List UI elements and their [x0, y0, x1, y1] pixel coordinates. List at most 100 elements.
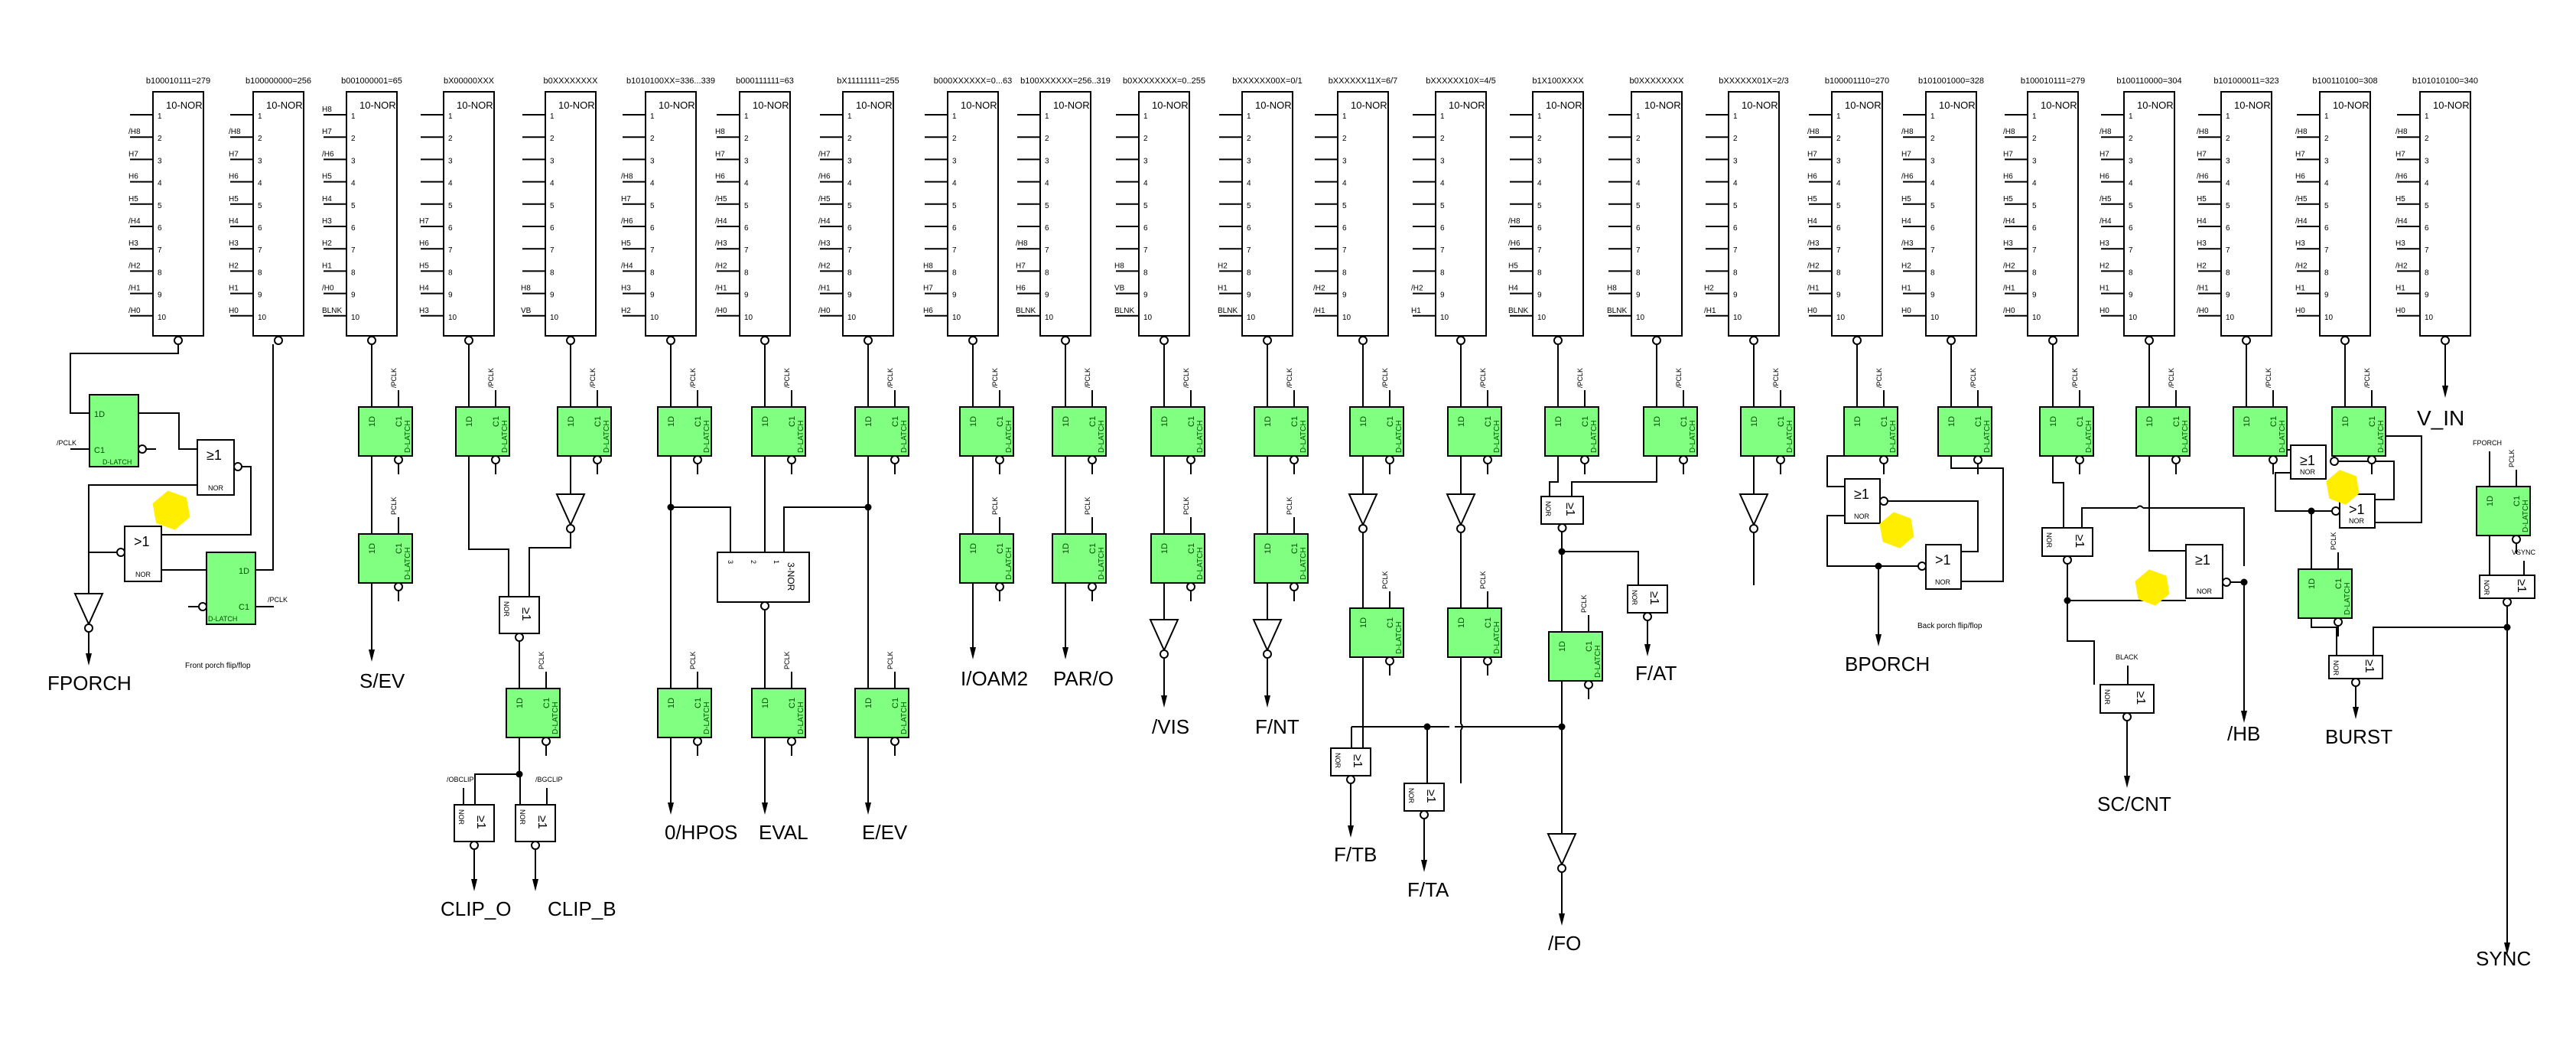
latch-row1	[1544, 406, 1599, 457]
nor-output-bubble	[2242, 336, 2251, 345]
decoder-header: b100010111=279	[146, 77, 210, 86]
nor-output-bubble	[2441, 336, 2450, 345]
pin-number: 2	[1143, 135, 1148, 143]
pin-number: 5	[1733, 202, 1738, 210]
pin-number: 8	[2226, 269, 2230, 277]
pin-number: 10	[847, 314, 857, 322]
pin-number: 1	[158, 112, 162, 121]
pin-signal-label: H1	[229, 285, 239, 293]
output-arrow-icon	[1559, 913, 1565, 926]
pin-number: 8	[847, 269, 852, 277]
gate-type-label: 10-NOR	[856, 99, 893, 111]
decoder-header: b0XXXXXXXX	[544, 77, 599, 86]
pin-signal-label: H7	[923, 285, 933, 293]
latch-c-pin-label: C1	[694, 416, 703, 427]
gate-or-symbol: >1	[2349, 502, 2365, 517]
pin-signal-label: /H5	[2295, 195, 2308, 203]
latch-c-pin-label: C1	[1386, 617, 1395, 628]
output-label: PAR/O	[1053, 667, 1114, 690]
wire	[2052, 456, 2064, 528]
latch-type-label: D-LATCH	[404, 547, 412, 580]
pin-number: 4	[1247, 180, 1251, 188]
pin-signal-label: H1	[2100, 285, 2109, 293]
output-label: /VIS	[1152, 715, 1189, 738]
latch-d-pin-label: 1D	[239, 567, 249, 576]
pin-signal-label: H6	[419, 239, 429, 248]
latch-q-bar-bubble	[787, 455, 796, 464]
decoder-header: bXXXXXX00X=0/1	[1232, 77, 1302, 86]
pin-number: 7	[1537, 246, 1542, 255]
pin-number: 10	[1636, 314, 1645, 322]
pin-number: 1	[650, 112, 655, 121]
pin-number: 7	[847, 246, 852, 255]
gate-nor-label: NOR	[1854, 513, 1870, 520]
pin-signal-label: /H3	[818, 239, 831, 248]
burst-nor-3	[2328, 655, 2383, 679]
nor10-gate	[2220, 91, 2272, 337]
gate-or-symbol: ≥1	[1424, 789, 1437, 803]
pin-number: 2	[1342, 135, 1347, 143]
pin-signal-label: H7	[715, 150, 725, 158]
output-arrow-icon	[762, 802, 768, 815]
pin-signal-label: H6	[128, 173, 138, 181]
pin-signal-label: H7	[229, 150, 239, 158]
pin-number: 4	[258, 180, 262, 188]
output-label: I/OAM2	[961, 667, 1028, 690]
pin-number: 4	[847, 180, 852, 188]
latch-d-pin-label: 1D	[2145, 416, 2155, 427]
clip-latch	[506, 688, 561, 738]
latch-q-bar-bubble	[2367, 455, 2376, 464]
pin-signal-label: /H2	[1411, 285, 1423, 293]
pin-signal-label: H0	[2395, 307, 2405, 315]
pin-number: 2	[2129, 135, 2133, 143]
nor10-gate	[1039, 91, 1091, 337]
pin-number: 5	[1247, 202, 1251, 210]
output-label-fo: /FO	[1548, 932, 1581, 955]
latch-q-bar-bubble	[787, 737, 796, 746]
pin-signal-label: H3	[2100, 239, 2109, 248]
latch-type-label: D-LATCH	[1590, 420, 1599, 453]
pin-number: 10	[2032, 314, 2041, 322]
pin-number: 1	[2425, 112, 2429, 121]
pin-number: 8	[2425, 269, 2429, 277]
pin-signal-label: /H3	[1901, 239, 1914, 248]
output-arrow-icon	[668, 802, 674, 815]
decoder-header: bXXXXXX11X=6/7	[1329, 77, 1398, 86]
latch-d-pin-label: 1D	[1558, 641, 1567, 652]
latch-c-pin-label: C1	[891, 698, 900, 708]
pin-signal-label: H2	[1704, 285, 1714, 293]
latch-type-label: D-LATCH	[1098, 420, 1106, 453]
wire	[2143, 507, 2245, 566]
pin-number: 5	[2032, 202, 2037, 210]
pin-number: 8	[1143, 269, 1148, 277]
pin-number: 9	[1440, 291, 1445, 300]
pin-signal-label: H1	[2295, 285, 2305, 293]
latch-c-pin-label: C1	[891, 416, 900, 427]
pin-number: 7	[1045, 246, 1049, 255]
latch-d-pin-label: 1D	[1554, 416, 1563, 427]
latch-d-pin-label: 1D	[761, 416, 770, 427]
latch-q-bar-bubble	[1973, 455, 1982, 464]
output-label-fporch: FPORCH	[47, 672, 132, 695]
latch-d-pin-label: 1D	[1160, 416, 1169, 427]
pin-signal-label: H5	[621, 239, 631, 248]
burst-latch	[2298, 568, 2353, 619]
pin-number: 6	[351, 224, 356, 233]
pin-number: 6	[1733, 224, 1738, 233]
wire	[2148, 456, 2186, 552]
pin-signal-label: /H4	[818, 217, 831, 226]
pin-number: 4	[2032, 180, 2037, 188]
hb-nor-2	[2185, 544, 2223, 599]
pin-number: 6	[2324, 224, 2329, 233]
decoder-header: b100000000=256	[246, 77, 311, 86]
pin-signal-label: /H6	[2395, 173, 2408, 181]
latch-c-pin-label: C1	[94, 446, 105, 455]
pin-signal-label: H7	[1016, 262, 1026, 270]
pin-signal-label: VB	[521, 307, 532, 315]
pin-signal-label: H8	[521, 285, 531, 293]
inversion-bubble	[116, 548, 125, 557]
pin-number: 3	[258, 157, 262, 165]
nor-output-bubble	[1456, 336, 1465, 345]
pin-number: 5	[2226, 202, 2230, 210]
wire	[671, 506, 731, 552]
